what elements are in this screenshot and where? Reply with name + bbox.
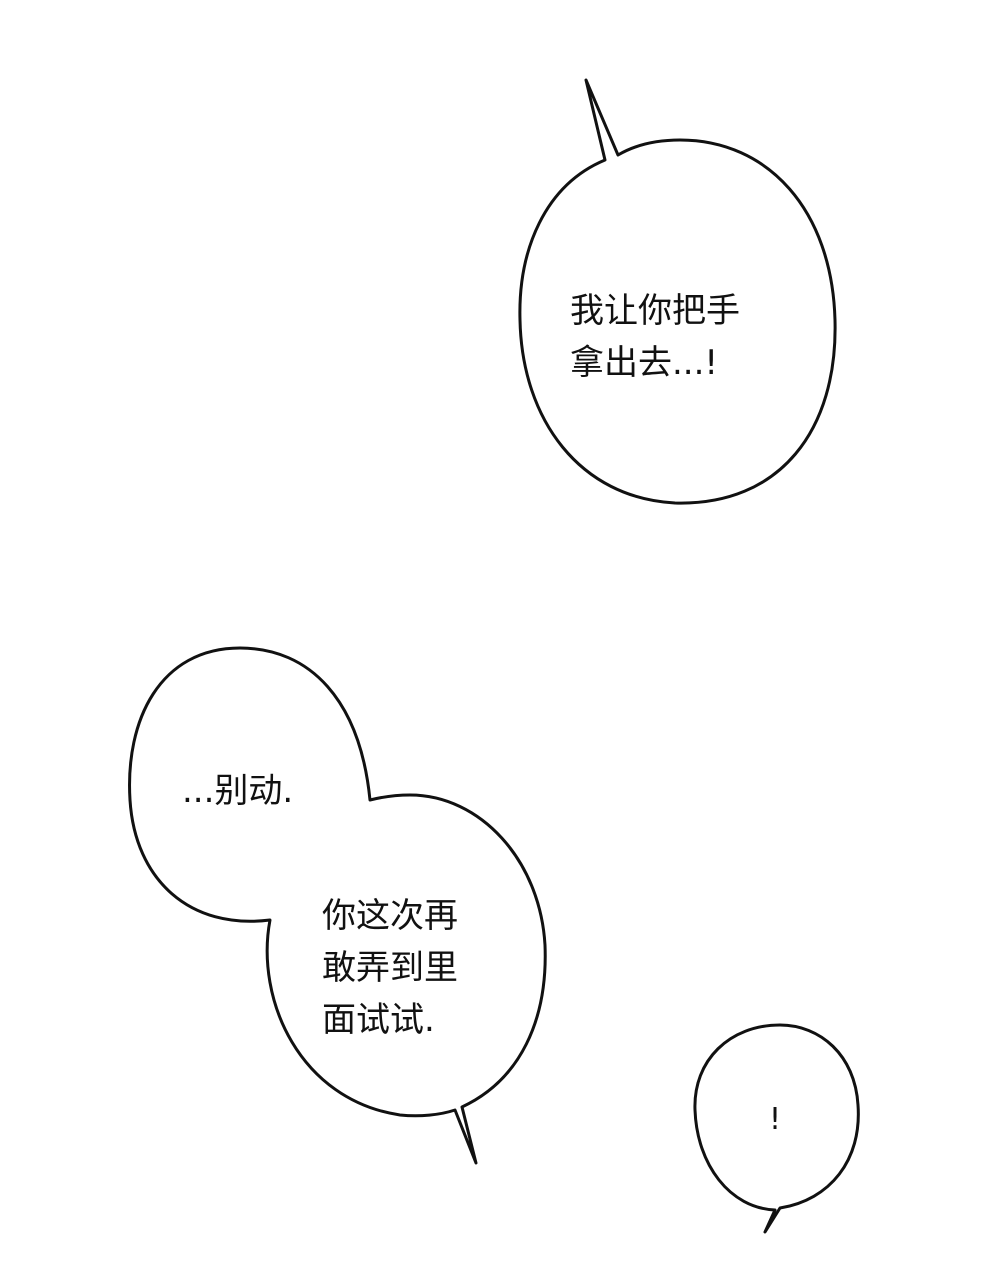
dialogue-text-left-lower: 你这次再 敢弄到里 面试试.	[322, 896, 458, 1040]
dialogue-text-top-right: 我让你把手 拿出去...!	[570, 291, 740, 383]
dialogue-text-left-upper: ...别动.	[182, 771, 294, 811]
speech-bubble-small	[693, 1023, 860, 1234]
dialogue-text-small: !	[769, 1102, 782, 1137]
speech-bubble-left-double	[128, 646, 547, 1165]
speech-bubble-top-right	[518, 78, 837, 505]
